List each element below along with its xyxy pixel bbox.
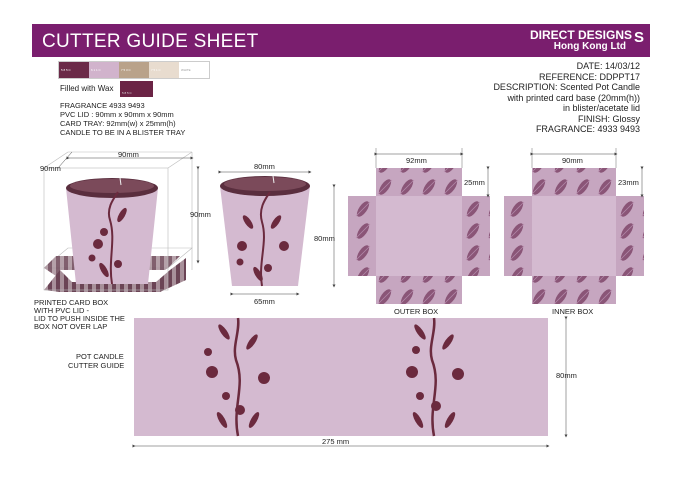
label-printed-box-3: LID TO PUSH INSIDE THE <box>34 314 125 323</box>
brand-subtitle: Hong Kong Ltd <box>553 41 626 52</box>
label-pot-candle: POT CANDLE <box>76 352 124 361</box>
swatch-5: WHITE <box>179 62 209 78</box>
info-block: DATE: 14/03/12 REFERENCE: DDPPT17 DESCRI… <box>493 61 640 135</box>
info-date: DATE: 14/03/12 <box>576 61 640 71</box>
dim-cutter-height: 80mm <box>556 371 577 380</box>
dim-outer-flap: 25mm <box>464 178 485 187</box>
wax-label: Filled with Wax <box>60 84 114 93</box>
brand-name: DIRECT DESIGNS <box>529 28 632 42</box>
label-cutter-guide: CUTTER GUIDE <box>68 361 125 370</box>
dim-cutter-length: 275 mm <box>322 437 350 446</box>
swatch-1: 5 8 5 C <box>59 62 89 78</box>
label-inner-box: INNER BOX <box>552 307 594 316</box>
info-finish: FINISH: Glossy <box>577 113 640 124</box>
spec-card-tray: CARD TRAY: 92mm(w) x 25mm(h) <box>60 119 176 128</box>
dim-pot-height: 80mm <box>314 234 335 243</box>
info-description: DESCRIPTION: Scented Pot Candle <box>493 82 640 92</box>
swatch-3: 7 5 3 C <box>119 62 149 78</box>
spec-pvc-lid: PVC LID : 90mm x 90mm x 90mm <box>60 110 174 119</box>
spec-note: CANDLE TO BE IN A BLISTER TRAY <box>60 128 186 137</box>
info-fragrance: FRAGRANCE: 4933 9493 <box>535 124 640 134</box>
dim-outer-width: 92mm <box>406 156 427 165</box>
label-outer-box: OUTER BOX <box>394 307 439 316</box>
label-printed-box-1: PRINTED CARD BOX <box>34 298 109 307</box>
dim-box-height: 90mm <box>190 210 211 219</box>
dim-box-width: 90mm <box>118 150 139 159</box>
brand-mark: S <box>633 29 644 46</box>
info-reference: REFERENCE: DDPPT17 <box>538 71 640 82</box>
outer-box-net <box>348 148 490 304</box>
label-printed-box-2: WITH PVC LID - <box>34 306 90 315</box>
dim-pot-top: 80mm <box>254 162 275 171</box>
header-bar: CUTTER GUIDE SHEET DIRECT DESIGNS Hong K… <box>32 24 650 57</box>
info-description-2: with printed card base (20mm(h)) <box>507 92 640 103</box>
page-title: CUTTER GUIDE SHEET <box>42 31 259 52</box>
dim-box-depth: 90mm <box>40 164 61 173</box>
color-swatches: 5 8 5 C 6 1 1 C 7 5 3 C 7 5 1 C WHITE <box>58 61 210 79</box>
pot-drawing <box>218 170 336 296</box>
dim-inner-flap: 23mm <box>618 178 639 187</box>
card-box-drawing <box>43 151 200 292</box>
info-description-3: in blister/acetate lid <box>562 103 640 113</box>
label-printed-box-4: BOX NOT OVER LAP <box>34 322 108 331</box>
dim-pot-base: 65mm <box>254 297 275 306</box>
cutter-guide-strip <box>132 316 568 448</box>
dim-inner-width: 90mm <box>562 156 583 165</box>
swatch-4: 7 5 1 C <box>149 62 179 78</box>
swatch-2: 6 1 1 C <box>89 62 119 78</box>
wax-swatch: 5 8 5 C <box>120 81 153 97</box>
inner-box-net <box>504 148 644 304</box>
spec-fragrance: FRAGRANCE 4933 9493 <box>60 101 145 110</box>
